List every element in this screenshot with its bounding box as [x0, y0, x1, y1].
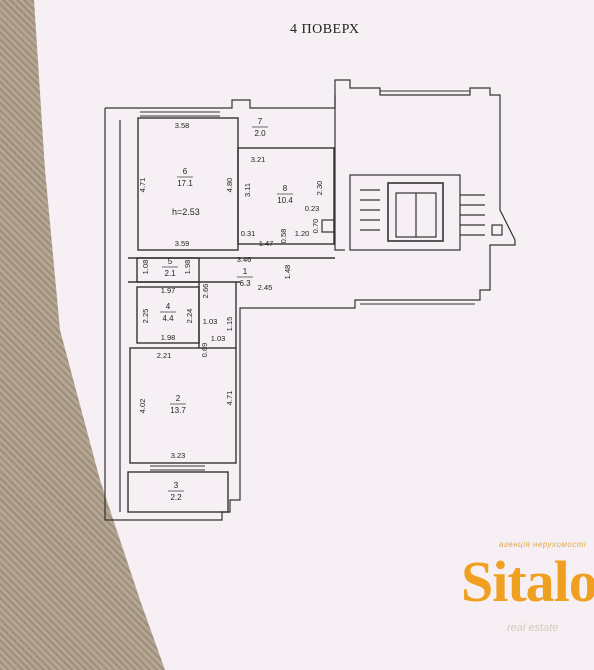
room-number: 4 — [166, 302, 171, 311]
dimension-label: 1.08 — [141, 260, 150, 275]
dimension-label: 3.23 — [171, 451, 186, 460]
dimension-label: 0.70 — [311, 219, 320, 234]
room-area: 4.4 — [162, 314, 174, 323]
dimension-label: 4.71 — [225, 391, 234, 406]
room-area: 2.1 — [164, 269, 176, 278]
dimension-label: 1.48 — [283, 265, 292, 280]
room-label: 44.4 — [160, 302, 176, 323]
room-area: 13.7 — [170, 406, 186, 415]
dimension-label: 2.30 — [315, 181, 324, 196]
dimension-label: 0.69 — [200, 343, 209, 358]
room-label: 52.1 — [162, 257, 178, 278]
room-label: 810.4 — [277, 184, 293, 205]
room-area: 2.0 — [254, 129, 266, 138]
room-number: 7 — [258, 117, 263, 126]
agency-caption: агенція нерухомості — [499, 540, 587, 549]
dimension-label: 1.47 — [259, 239, 274, 248]
room-number: 3 — [174, 481, 179, 490]
room-label: 617.1 — [177, 167, 193, 188]
dimension-label: 3.46 — [237, 255, 252, 264]
interior-walls — [127, 117, 335, 513]
room-label: 213.7 — [170, 394, 186, 415]
dimension-label: 2.25 — [141, 309, 150, 324]
floor-title: 4 ПОВЕРХ — [290, 22, 360, 37]
dimension-label: 3.21 — [251, 155, 266, 164]
dimension-label: 2.66 — [201, 284, 210, 299]
stairwell — [321, 174, 503, 251]
dimension-label: 1.03 — [203, 317, 218, 326]
room-number: 8 — [283, 184, 288, 193]
room-label: 32.2 — [168, 481, 184, 502]
room-label: 72.0 — [252, 117, 268, 138]
room-number: 2 — [176, 394, 181, 403]
dimension-label: 0.23 — [305, 204, 320, 213]
brand-name: Sitalo — [461, 549, 594, 614]
room-area: 17.1 — [177, 179, 193, 188]
room-number: 1 — [243, 267, 248, 276]
dimension-label: 3.59 — [175, 239, 190, 248]
dimension-label: 3.11 — [243, 183, 252, 197]
dimension-label: 4.71 — [138, 178, 147, 193]
dimension-label: 1.98 — [161, 333, 176, 342]
dimension-label: 1.97 — [161, 286, 176, 295]
room-number: 6 — [183, 167, 188, 176]
dimension-label: 2.21 — [157, 351, 172, 360]
dimension-label: 3.58 — [175, 121, 190, 130]
room-area: 10.4 — [277, 196, 293, 205]
dimension-label: 1.98 — [183, 260, 192, 275]
dimension-label: 2.45 — [258, 283, 273, 292]
dimension-label: 0.58 — [279, 229, 288, 244]
brand-tagline: real estate — [507, 622, 559, 634]
dimension-label: 1.20 — [295, 229, 310, 238]
room-area: 6.3 — [239, 279, 251, 288]
outer-walls — [104, 79, 516, 521]
dimension-label: 0.31 — [241, 229, 256, 238]
room-label: 16.3 — [237, 267, 253, 288]
room-number: 5 — [168, 257, 173, 266]
dimension-label: 4.02 — [138, 399, 147, 414]
dimension-label: 1.15 — [225, 317, 234, 332]
dimension-label: 2.24 — [185, 309, 194, 324]
ceiling-height-label: h=2.53 — [172, 207, 200, 217]
agency-logo: агенція нерухомості Sitalo real estate — [415, 540, 594, 670]
dimension-label: 4.80 — [225, 178, 234, 193]
windows — [140, 90, 475, 471]
dimension-label: 1.03 — [211, 334, 226, 343]
room-area: 2.2 — [170, 493, 182, 502]
